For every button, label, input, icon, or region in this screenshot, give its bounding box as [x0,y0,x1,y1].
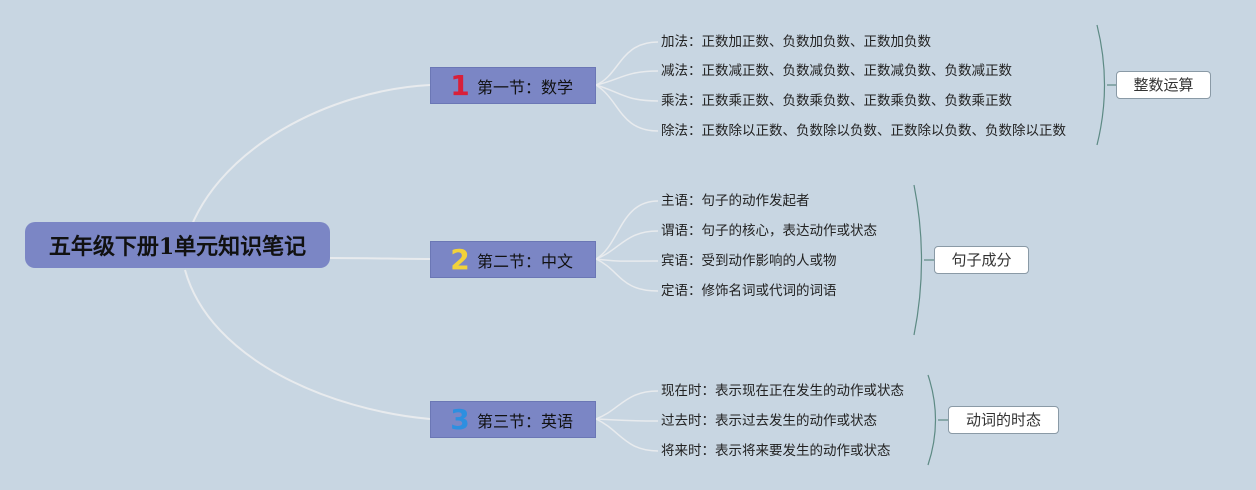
section-title-2: 第二节：中文 [477,251,574,271]
root-title: 五年级下册1单元知识笔记 [48,234,307,260]
leaf-s1-3[interactable]: 乘法：正数乘正数、负数乘负数、正数乘负数、负数乘正数 [661,93,1012,109]
leaf-s2-3[interactable]: 宾语：受到动作影响的人或物 [661,253,837,269]
connector-root-section-3 [184,269,431,420]
connector-s1-leaf-1 [595,41,659,86]
section-node-1[interactable]: 1 第一节：数学 [430,67,596,104]
connector-root-section-2 [329,257,431,260]
section-number-1: 1 [450,68,470,102]
section-title-1: 第一节：数学 [477,77,574,97]
section-number-2: 2 [450,242,470,276]
connector-s3-leaf-1 [595,390,659,420]
connector-s1-leaf-3 [595,84,659,102]
leaf-s2-2[interactable]: 谓语：句子的核心，表达动作或状态 [661,223,877,239]
leaf-s3-3[interactable]: 将来时：表示将来要发生的动作或状态 [661,443,891,459]
summary-bracket-3 [927,374,937,466]
leaf-s1-2[interactable]: 减法：正数减正数、负数减负数、正数减负数、负数减正数 [661,63,1012,79]
summary-node-3[interactable]: 动词的时态 [948,406,1059,434]
leaf-s3-1[interactable]: 现在时：表示现在正在发生的动作或状态 [661,383,904,399]
connector-s2-leaf-1 [595,200,659,260]
summary-node-2[interactable]: 句子成分 [934,246,1029,274]
section-node-2[interactable]: 2 第二节：中文 [430,241,596,278]
connector-s1-leaf-2 [595,70,659,86]
leaf-s2-4[interactable]: 定语：修饰名词或代词的词语 [661,283,837,299]
connector-s3-leaf-3 [595,418,659,452]
section-node-3[interactable]: 3 第三节：英语 [430,401,596,438]
leaf-s1-1[interactable]: 加法：正数加正数、负数加负数、正数加负数 [661,34,931,50]
connector-root-section-1 [184,84,431,246]
summary-bracket-1 [1096,24,1106,146]
summary-bracket-2 [913,184,923,336]
connector-s2-leaf-4 [595,258,659,292]
connector-s2-leaf-2 [595,230,659,260]
root-node[interactable]: 五年级下册1单元知识笔记 [25,222,330,268]
connector-s1-leaf-4 [595,84,659,132]
leaf-s2-1[interactable]: 主语：句子的动作发起者 [661,193,810,209]
leaf-s3-2[interactable]: 过去时：表示过去发生的动作或状态 [661,413,877,429]
summary-node-1[interactable]: 整数运算 [1116,71,1211,99]
section-number-3: 3 [450,402,470,436]
section-title-3: 第三节：英语 [477,411,574,431]
connector-s2-leaf-3 [595,258,659,262]
connector-s3-leaf-2 [595,418,659,422]
leaf-s1-4[interactable]: 除法：正数除以正数、负数除以负数、正数除以负数、负数除以正数 [661,123,1066,139]
